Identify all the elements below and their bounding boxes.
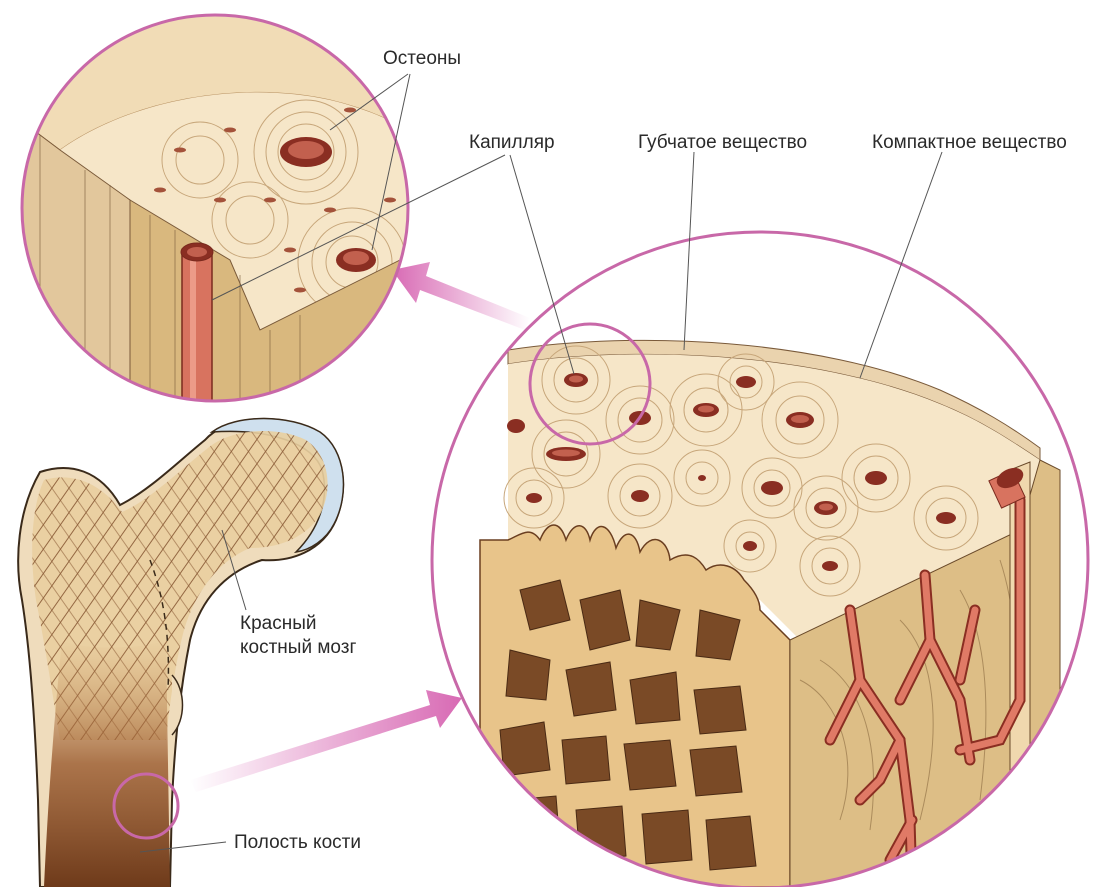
femur-marrow-cavity: [44, 640, 170, 887]
label-bone-cavity: Полость кости: [234, 831, 361, 854]
osteon-detail-circle: [20, 14, 420, 422]
label-red-marrow-line1: Красный: [240, 612, 316, 635]
label-capillary: Капилляр: [469, 131, 555, 154]
label-red-marrow-line2: костный мозг: [240, 636, 356, 659]
label-osteons: Остеоны: [383, 47, 461, 70]
label-compact-bone: Компактное вещество: [872, 131, 1067, 154]
arrow-to-top-circle: [392, 262, 530, 330]
capillary-tube: [182, 252, 212, 422]
label-spongy-bone: Губчатое вещество: [638, 131, 807, 154]
arrow-to-big-circle: [190, 690, 462, 792]
bone-section-circle: [430, 230, 1090, 887]
